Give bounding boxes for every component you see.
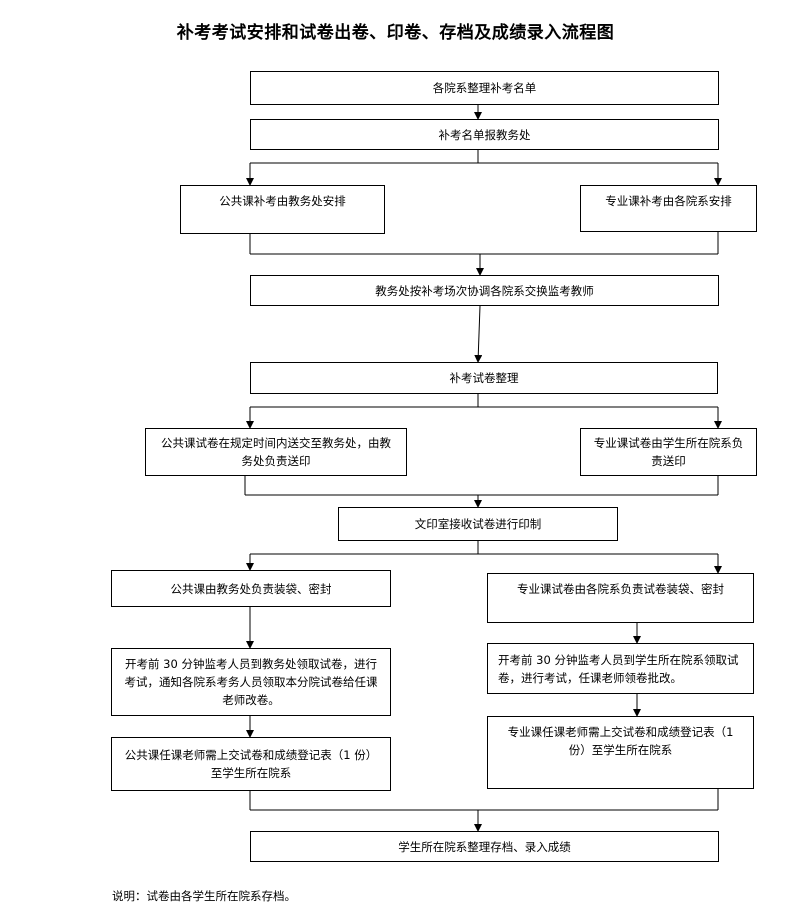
step-major-exam-arrange: 专业课补考由各院系安排: [580, 185, 757, 232]
step-public-submit-grades: 公共课任课老师需上交试卷和成绩登记表（1 份）至学生所在院系: [111, 737, 391, 791]
footnote: 说明：试卷由各学生所在院系存档。: [112, 889, 296, 903]
step-major-paper-submit: 专业课试卷由学生所在院系负责送印: [580, 428, 757, 476]
step-print-papers: 文印室接收试卷进行印制: [338, 507, 618, 541]
step-major-submit-grades: 专业课任课老师需上交试卷和成绩登记表（1 份）至学生所在院系: [487, 716, 754, 789]
step-organize-papers: 补考试卷整理: [250, 362, 718, 394]
page-title: 补考考试安排和试卷出卷、印卷、存档及成绩录入流程图: [176, 23, 615, 43]
step-public-exam-run: 开考前 30 分钟监考人员到教务处领取试卷，进行考试，通知各院系考务人员领取本分…: [111, 648, 391, 716]
step-collect-list: 各院系整理补考名单: [250, 71, 719, 105]
arrow-4-5: [474, 305, 483, 363]
step-public-seal: 公共课由教务处负责装袋、密封: [111, 570, 391, 607]
step-swap-proctors: 教务处按补考场次协调各院系交换监考教师: [250, 275, 719, 306]
step-major-seal: 专业课试卷由各院系负责试卷装袋、密封: [487, 573, 754, 623]
step-public-exam-arrange: 公共课补考由教务处安排: [180, 185, 385, 234]
step-public-paper-submit: 公共课试卷在规定时间内送交至教务处，由教务处负责送印: [145, 428, 407, 476]
step-major-exam-run: 开考前 30 分钟监考人员到学生所在院系领取试卷，进行考试，任课老师领卷批改。: [487, 643, 754, 694]
step-report-list: 补考名单报教务处: [250, 119, 719, 150]
step-archive-grades: 学生所在院系整理存档、录入成绩: [250, 831, 719, 862]
